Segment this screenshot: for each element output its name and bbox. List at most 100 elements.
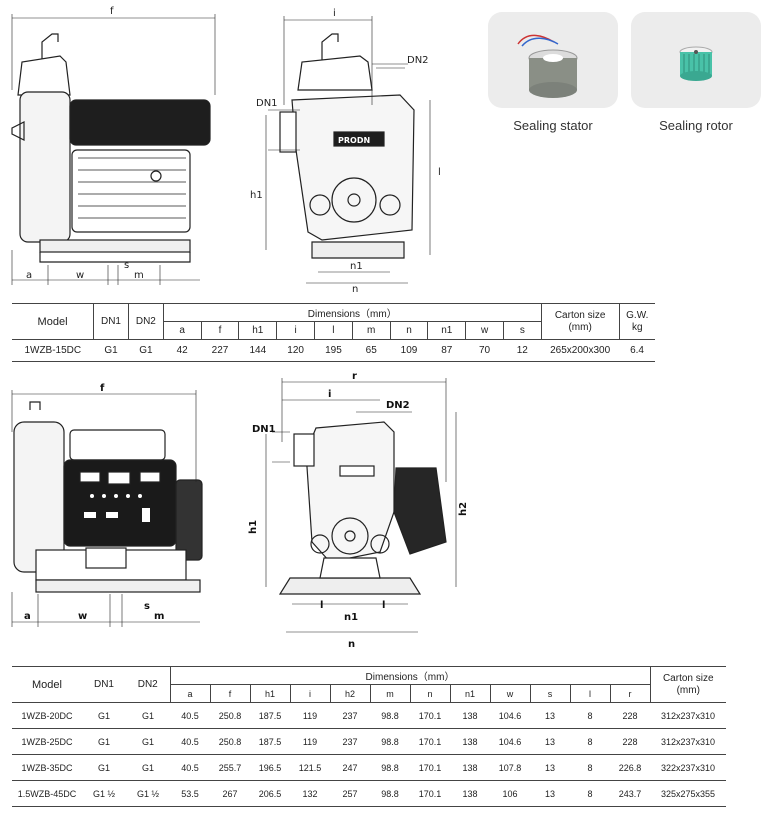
t2-sub-n1: n1 bbox=[449, 684, 490, 703]
t2-cell: 228 bbox=[610, 728, 650, 755]
t2-sub-s: s bbox=[529, 684, 570, 703]
t1-cell: 144 bbox=[238, 339, 277, 362]
t2-cell: 257 bbox=[330, 780, 370, 807]
t2-cell: 170.1 bbox=[410, 728, 450, 755]
t1-sub-f: f bbox=[200, 321, 239, 340]
t2-model: 1.5WZB-45DC bbox=[12, 780, 82, 807]
dim-label-i-2: i bbox=[328, 389, 331, 400]
t2-dn2: G1 ½ bbox=[126, 780, 170, 807]
t2-cell: 13 bbox=[530, 702, 570, 729]
t2-cell: 187.5 bbox=[250, 702, 290, 729]
top-pump-drawing: f a w s m PRODN i DN2 DN1 h1 l n1 n bbox=[11, 6, 441, 295]
t2-cell: 40.5 bbox=[170, 702, 210, 729]
t2-cell: 247 bbox=[330, 754, 370, 781]
dim-label-w: w bbox=[76, 270, 84, 281]
t2-cell: 138 bbox=[450, 702, 490, 729]
t1-dn2: G1 bbox=[128, 339, 164, 362]
t1-sub-w: w bbox=[465, 321, 504, 340]
t2-cell: 107.8 bbox=[490, 754, 530, 781]
t2-dn2: G1 bbox=[126, 754, 170, 781]
t2-sub-m: m bbox=[369, 684, 410, 703]
t2-model: 1WZB-20DC bbox=[12, 702, 82, 729]
stator-coil-icon bbox=[517, 34, 578, 98]
t1-sub-l: l bbox=[314, 321, 353, 340]
t2-cell: 13 bbox=[530, 728, 570, 755]
t2-cell: 13 bbox=[530, 754, 570, 781]
t1-header-dimensions: Dimensions（mm） bbox=[162, 303, 542, 322]
t2-cell: 98.8 bbox=[370, 702, 410, 729]
spec-table-2: Model DN1 DN2 Dimensions（mm） Carton size… bbox=[12, 666, 726, 807]
t2-cell: 40.5 bbox=[170, 754, 210, 781]
dim-label-s: s bbox=[124, 260, 129, 271]
t1-cell: 195 bbox=[314, 339, 353, 362]
t2-cell: 8 bbox=[570, 702, 610, 729]
dim-label-i: i bbox=[333, 8, 336, 19]
dim-label-dn2: DN2 bbox=[407, 55, 429, 66]
dim-label-s-2: s bbox=[144, 601, 150, 612]
t2-cell: 243.7 bbox=[610, 780, 650, 807]
t1-header-model: Model bbox=[12, 303, 94, 340]
t1-header-dn1: DN1 bbox=[93, 303, 129, 340]
dim-label-h1: h1 bbox=[250, 190, 263, 201]
t2-dn2: G1 bbox=[126, 728, 170, 755]
t2-cell: 206.5 bbox=[250, 780, 290, 807]
t2-cell: 138 bbox=[450, 728, 490, 755]
t2-sub-h2: h2 bbox=[329, 684, 370, 703]
dim-label-f: f bbox=[110, 6, 114, 17]
t2-sub-i: i bbox=[289, 684, 330, 703]
t2-header-dn2: DN2 bbox=[126, 666, 170, 703]
t2-dn2: G1 bbox=[126, 702, 170, 729]
t1-sub-n1: n1 bbox=[427, 321, 466, 340]
dim-label-m-2: m bbox=[154, 611, 164, 622]
t2-dn1: G1 ½ bbox=[82, 780, 126, 807]
t1-header-gw: G.W. kg bbox=[618, 303, 655, 340]
t2-carton: 322x237x310 bbox=[650, 754, 726, 781]
dim-label-l: l bbox=[438, 167, 441, 178]
t2-carton: 325x275x355 bbox=[650, 780, 726, 807]
t2-header-model: Model bbox=[12, 666, 82, 703]
dim-label-r: r bbox=[352, 372, 357, 382]
t2-cell: 121.5 bbox=[290, 754, 330, 781]
t2-cell: 98.8 bbox=[370, 780, 410, 807]
dim-label-h2: h2 bbox=[458, 502, 469, 516]
dim-label-l-right: l bbox=[382, 600, 385, 611]
t2-cell: 138 bbox=[450, 754, 490, 781]
dim-label-n-2: n bbox=[348, 639, 355, 650]
t2-model: 1WZB-35DC bbox=[12, 754, 82, 781]
t2-cell: 250.8 bbox=[210, 728, 250, 755]
t2-header-dimensions: Dimensions（mm） bbox=[169, 666, 650, 685]
t1-sub-h1: h1 bbox=[238, 321, 277, 340]
spec-table-1: Model DN1 DN2 Dimensions（mm） Carton size… bbox=[12, 303, 655, 362]
t2-dn1: G1 bbox=[82, 754, 126, 781]
t2-cell: 226.8 bbox=[610, 754, 650, 781]
t1-sub-m: m bbox=[351, 321, 391, 340]
t2-cell: 237 bbox=[330, 702, 370, 729]
rotor-icon bbox=[679, 46, 713, 81]
t2-cell: 8 bbox=[570, 780, 610, 807]
t1-cell: 109 bbox=[390, 339, 428, 362]
t1-sub-s: s bbox=[502, 321, 542, 340]
table-row: 1WZB-15DC G1 G1 42 227 144 120 195 65 10… bbox=[12, 339, 655, 362]
t2-dn1: G1 bbox=[82, 702, 126, 729]
dim-label-n: n bbox=[352, 284, 358, 295]
t1-sub-i: i bbox=[276, 321, 315, 340]
dim-label-a-2: a bbox=[24, 611, 31, 622]
t2-cell: 187.5 bbox=[250, 728, 290, 755]
t2-cell: 98.8 bbox=[370, 728, 410, 755]
dim-label-n1-2: n1 bbox=[344, 612, 358, 623]
table-row: 1WZB-20DC G1 G1 40.5 250.8 187.5 119 237… bbox=[12, 702, 726, 729]
t2-cell: 104.6 bbox=[490, 728, 530, 755]
t2-sub-a: a bbox=[169, 684, 210, 703]
t2-header-carton: Carton size (mm) bbox=[649, 666, 726, 703]
t1-cell: 227 bbox=[201, 339, 239, 362]
t2-cell: 170.1 bbox=[410, 780, 450, 807]
t2-cell: 119 bbox=[290, 702, 330, 729]
t1-header-carton: Carton size (mm) bbox=[540, 303, 620, 340]
table-row: 1WZB-25DC G1 G1 40.5 250.8 187.5 119 237… bbox=[12, 728, 726, 755]
t1-sub-a: a bbox=[162, 321, 202, 340]
rotor-caption: Sealing rotor bbox=[659, 118, 733, 133]
t2-cell: 53.5 bbox=[170, 780, 210, 807]
t1-cell: 65 bbox=[352, 339, 391, 362]
rotor-photo-card bbox=[631, 12, 761, 108]
t2-sub-f: f bbox=[209, 684, 250, 703]
